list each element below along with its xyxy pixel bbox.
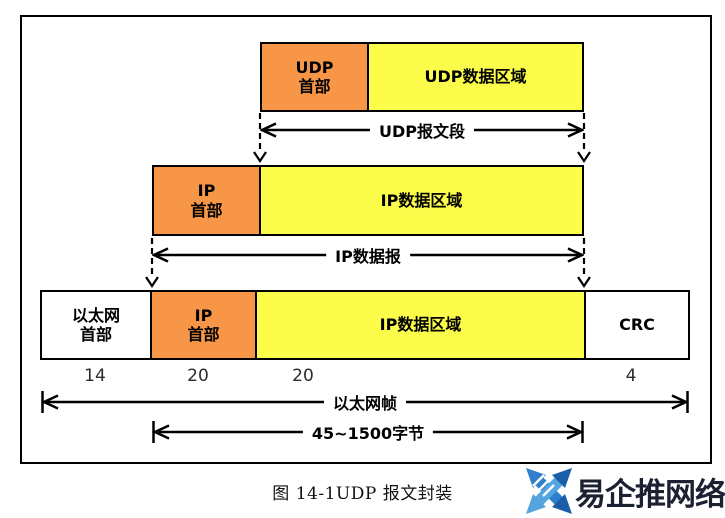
ip-data-box: IP数据区域 <box>259 167 582 234</box>
crc-box: CRC <box>584 292 688 358</box>
ethernet-header-label-line2: 首部 <box>79 325 112 344</box>
ethernet-frame-span: 以太网帧 <box>41 390 689 414</box>
ethernet-header-box: 以太网 首部 <box>42 292 150 358</box>
udp-header-box: UDP 首部 <box>262 44 367 110</box>
dashed-down-arrow-icon <box>577 113 591 163</box>
ip-header-box: IP 首部 <box>154 167 259 234</box>
dashed-down-arrow-icon <box>577 238 591 288</box>
udp-header-label-line2: 首部 <box>298 77 331 96</box>
eth-ip-data-label: IP数据区域 <box>379 315 462 335</box>
ip-datagram-span: IP数据报 <box>152 243 584 267</box>
size-label-ip-header: 20 <box>187 366 209 386</box>
size-label-eth-header: 14 <box>84 366 106 386</box>
ip-to-eth-left-connector <box>143 238 161 288</box>
ip-header-label-line2: 首部 <box>190 200 223 220</box>
dashed-down-arrow-icon <box>145 238 159 288</box>
ip-to-eth-right-connector <box>575 238 593 288</box>
udp-data-box: UDP数据区域 <box>367 44 582 110</box>
eth-ip-header-box: IP 首部 <box>150 292 255 358</box>
ip-datagram-span-label: IP数据报 <box>326 243 410 267</box>
ethernet-header-label-line1: 以太网 <box>71 305 120 325</box>
udp-to-ip-left-connector <box>251 113 269 163</box>
crc-label: CRC <box>619 315 655 335</box>
ethernet-frame-row: 以太网 首部 IP 首部 IP数据区域 CRC <box>40 290 690 360</box>
watermark: 易企推网络 <box>524 464 725 518</box>
udp-header-label-line1: UDP <box>295 57 334 77</box>
eth-ip-data-box: IP数据区域 <box>255 292 584 358</box>
crossed-arrows-x-logo-icon <box>526 468 572 514</box>
udp-segment-span-label: UDP报文段 <box>369 118 475 142</box>
udp-to-ip-right-connector <box>575 113 593 163</box>
ip-data-label: IP数据区域 <box>380 190 463 210</box>
watermark-text: 易企推网络 <box>575 476 725 513</box>
ethernet-frame-span-label: 以太网帧 <box>323 390 407 414</box>
figure-caption: 图 14-1UDP 报文封装 <box>272 484 453 504</box>
payload-size-span: 45~1500字节 <box>152 420 584 444</box>
udp-segment-row: UDP 首部 UDP数据区域 <box>260 42 584 112</box>
size-label-crc: 4 <box>625 366 637 386</box>
udp-data-label: UDP数据区域 <box>424 67 527 87</box>
udp-segment-span: UDP报文段 <box>260 118 584 142</box>
dashed-down-arrow-icon <box>253 113 267 163</box>
ip-datagram-row: IP 首部 IP数据区域 <box>152 165 584 236</box>
eth-ip-header-label-line1: IP <box>194 305 213 325</box>
eth-ip-header-label-line2: 首部 <box>187 325 220 344</box>
size-label-data: 20 <box>292 366 314 386</box>
payload-size-span-label: 45~1500字节 <box>302 420 434 444</box>
ip-header-label-line1: IP <box>197 181 216 201</box>
